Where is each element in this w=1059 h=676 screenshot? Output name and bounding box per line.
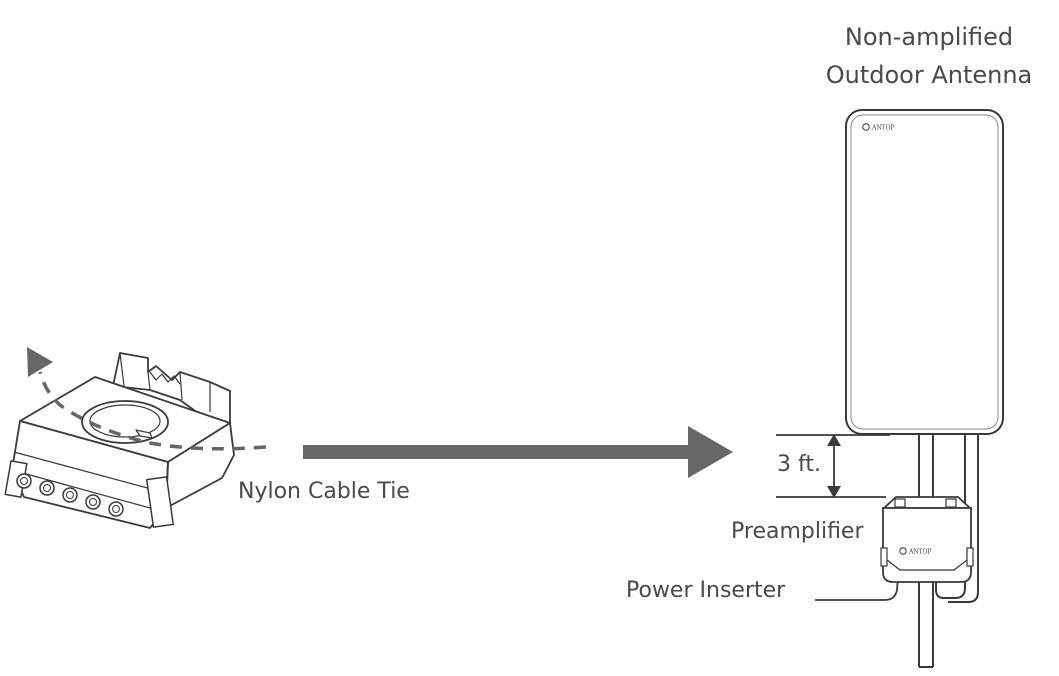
coax-loop bbox=[935, 434, 979, 603]
preamplifier-device: ANTOP bbox=[880, 496, 974, 583]
direction-arrow bbox=[303, 426, 733, 478]
antenna-title: Non-amplified Outdoor Antenna bbox=[816, 18, 1042, 94]
logo-text-preamp: ANTOP bbox=[908, 549, 932, 556]
port-inner bbox=[20, 477, 120, 513]
preamplifier-label: Preamplifier bbox=[731, 519, 864, 544]
cable-tie-label: Nylon Cable Tie bbox=[238, 479, 410, 504]
antenna-title-line1: Non-amplified bbox=[844, 23, 1014, 51]
logo-text: ANTOP bbox=[871, 125, 895, 132]
port-row bbox=[16, 473, 124, 517]
cable-tie-arrowhead bbox=[27, 347, 53, 377]
cable-tie-path bbox=[27, 347, 267, 451]
antenna-title-line2: Outdoor Antenna bbox=[825, 61, 1033, 89]
antop-logo-icon: ANTOP bbox=[862, 123, 895, 132]
power-inserter-label: Power Inserter bbox=[626, 578, 786, 603]
outdoor-antenna: ANTOP bbox=[845, 109, 1004, 435]
power-inserter-leader bbox=[815, 575, 899, 601]
distance-label: 3 ft. bbox=[777, 452, 821, 477]
antop-logo-preamp-icon: ANTOP bbox=[899, 547, 932, 556]
distance-dimension bbox=[776, 434, 890, 498]
preamplifier-closeup bbox=[4, 352, 235, 529]
